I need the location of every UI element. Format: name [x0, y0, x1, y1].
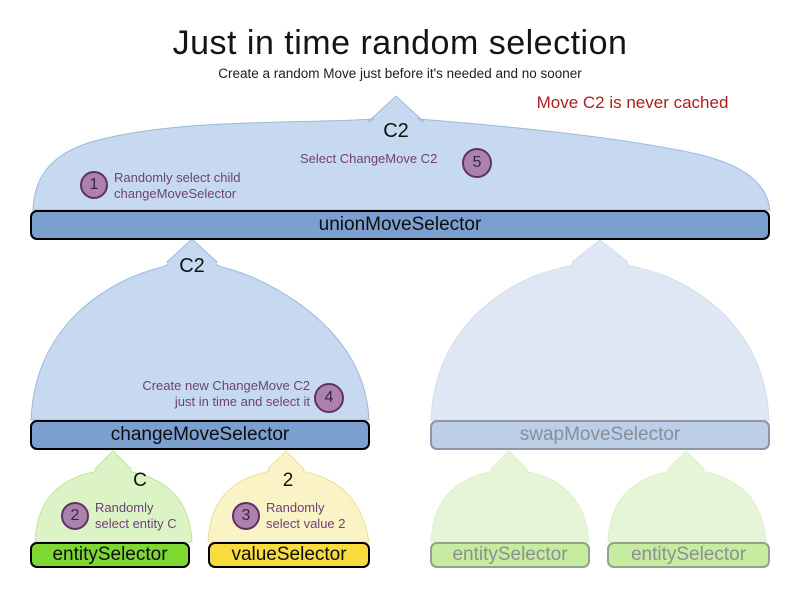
step-5-badge: 5	[462, 148, 492, 178]
change-move-selector-bar: changeMoveSelector	[30, 420, 370, 450]
step-1-line-1: Randomly select child	[114, 170, 241, 185]
step-3-line-2: select value 2	[266, 516, 346, 531]
step-4-line-2: just in time and select it	[174, 394, 310, 409]
union-output-label: C2	[383, 120, 409, 142]
step-2-badge: 2	[61, 502, 89, 530]
swap-move-selector-bar: swapMoveSelector	[430, 420, 770, 450]
entity-faded-funnel-shape-1	[430, 450, 590, 543]
step-3-badge: 3	[232, 502, 260, 530]
entity-faded-funnel-shape-2	[607, 450, 767, 543]
note-never-cached: Move C2 is never cached	[536, 93, 729, 112]
union-move-selector-bar: unionMoveSelector	[30, 210, 770, 240]
value-output-label: 2	[282, 470, 294, 491]
page-title: Just in time random selection	[172, 24, 628, 62]
entity-selector-faded-bar-2: entitySelector	[607, 542, 770, 568]
step-1-text: Randomly select child changeMoveSelector	[114, 170, 274, 202]
entity-output-label: C	[133, 470, 147, 491]
step-3-text: Randomly select value 2	[266, 500, 376, 532]
step-2-text: Randomly select entity C	[95, 500, 195, 532]
step-3-line-1: Randomly	[266, 500, 325, 515]
union-funnel-shape	[32, 95, 771, 211]
step-4-text: Create new ChangeMove C2 just in time an…	[130, 378, 310, 410]
entity-selector-bar: entitySelector	[30, 542, 190, 568]
entity-selector-faded-bar-1: entitySelector	[430, 542, 590, 568]
step-4-line-1: Create new ChangeMove C2	[142, 378, 310, 393]
step-5-line-1: Select ChangeMove C2	[300, 151, 438, 166]
change-output-label: C2	[179, 255, 205, 277]
step-2-line-1: Randomly	[95, 500, 154, 515]
value-selector-bar: valueSelector	[208, 542, 370, 568]
step-5-text: Select ChangeMove C2	[300, 151, 455, 167]
step-1-badge: 1	[80, 171, 108, 199]
step-1-line-2: changeMoveSelector	[114, 186, 237, 201]
step-4-badge: 4	[314, 383, 344, 413]
swap-funnel-shape	[430, 239, 770, 421]
step-2-line-2: select entity C	[95, 516, 177, 531]
change-funnel-shape	[30, 238, 370, 421]
page-subtitle: Create a random Move just before it's ne…	[218, 66, 582, 81]
